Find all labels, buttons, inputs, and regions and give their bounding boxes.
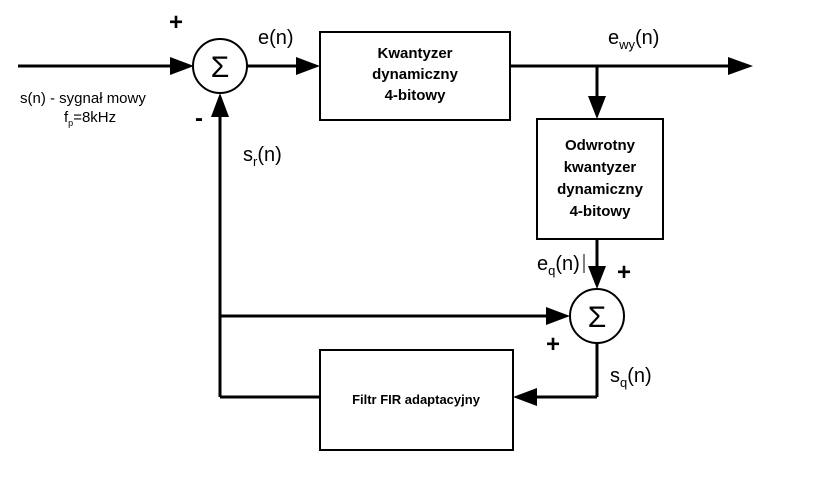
bottom-summer-symbol: Σ [588,301,607,334]
quantizer-block [319,31,511,121]
error-signal-label: e(n) [258,27,294,49]
top-summer-minus-sign: - [195,105,203,132]
branch-to-inverse-arrowhead [588,96,606,119]
top-summer-symbol: Σ [211,51,230,84]
error-arrowhead [296,57,320,75]
quantizer-line-1: Kwantyzer [377,45,452,62]
output-signal-label: ewy(n) [608,27,659,52]
fir-filter-label: Filtr FIR adaptacyjny [352,392,481,407]
input-arrowhead [170,57,194,75]
input-signal-label: s(n) - sygnał mowy [20,90,146,107]
inverse-quantizer-line-1: Odwrotny [565,137,636,154]
reconstructed-signal-label: sq(n) [610,365,652,390]
inverse-quantizer-line-3: dynamiczny [557,181,644,198]
inverse-quantizer-block [536,118,664,240]
output-arrowhead [728,57,753,75]
sampling-frequency-label: fp=8kHz [64,109,116,128]
prediction-arrowhead [211,93,229,117]
inverse-quantizer-line-2: kwantyzer [564,159,637,176]
quantized-error-arrowhead [588,266,606,289]
inverse-quantizer-line-4: 4-bitowy [570,203,631,220]
bottom-summer-plus-top: + [617,259,631,286]
fir-filter-block [319,349,514,451]
quantizer-line-3: 4-bitowy [385,87,446,104]
prediction-to-summer-arrowhead [546,307,570,325]
reconstructed-signal-arrowhead [513,388,537,406]
top-summer-plus-sign: + [169,9,183,36]
quantizer-line-2: dynamiczny [372,66,459,83]
prediction-signal-label: sr(n) [243,144,282,169]
quantized-error-label: eq(n) [537,253,580,278]
bottom-summer-plus-left: + [546,331,560,358]
